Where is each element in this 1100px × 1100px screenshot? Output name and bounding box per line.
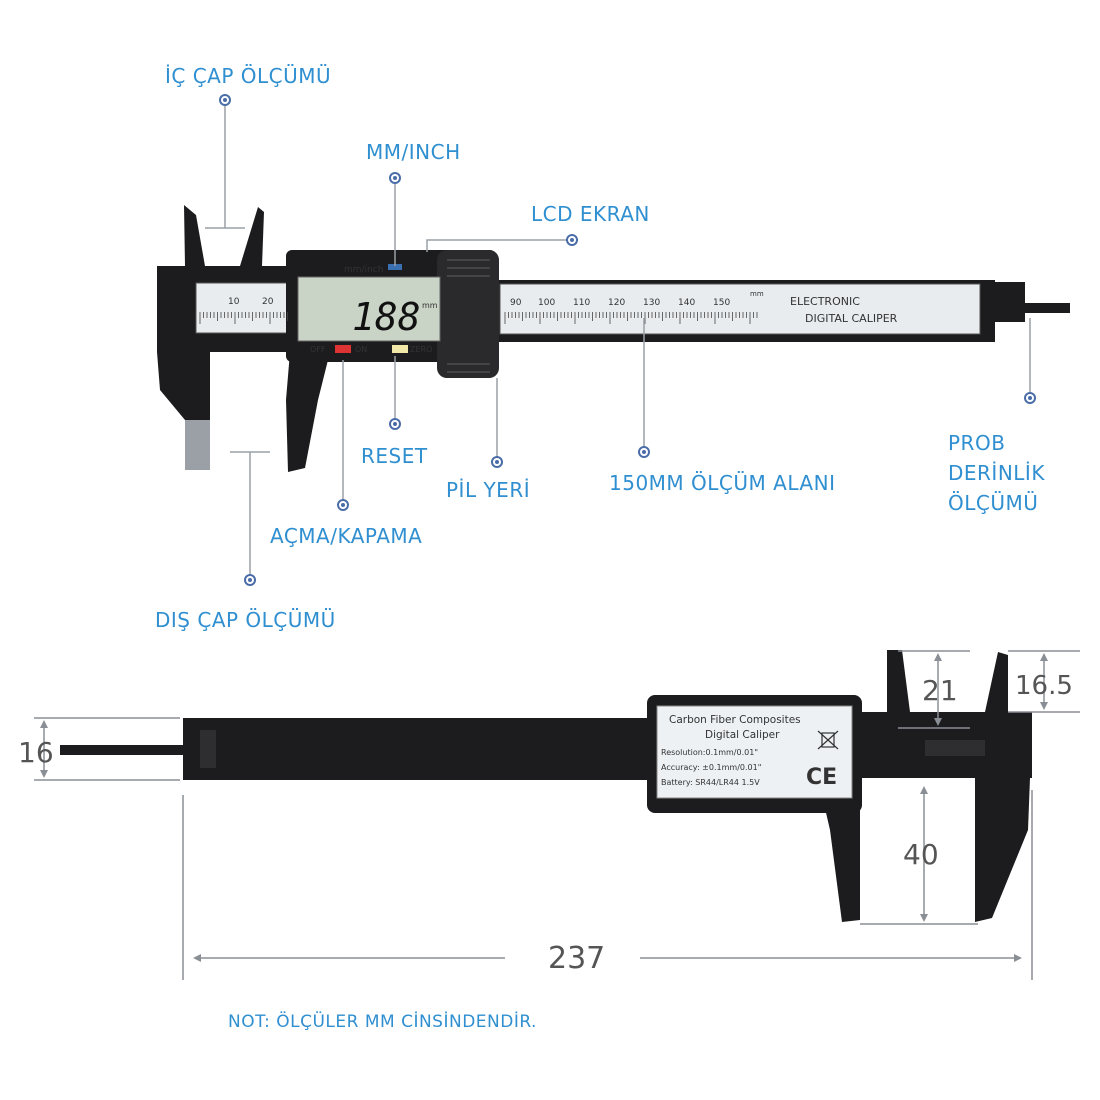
back-label xyxy=(656,705,853,799)
scale-right xyxy=(499,283,981,335)
on-text: ON xyxy=(355,345,367,354)
scale-right-100: 100 xyxy=(538,298,555,308)
head-label: mm/inch xyxy=(344,265,383,275)
brand-line-2: DIGITAL CALIPER xyxy=(805,312,898,325)
scale-right-150: 150 xyxy=(713,298,730,308)
back-line-5: Battery: SR44/LR44 1.5V xyxy=(661,778,760,787)
dim-40: 40 xyxy=(903,838,939,871)
caliper-top xyxy=(157,205,1070,472)
scale-left xyxy=(195,282,292,334)
back-depth-probe xyxy=(60,745,185,755)
label-lcd-ekran: LCD EKRAN xyxy=(531,202,650,226)
lcd-screen xyxy=(297,276,441,342)
dimension-lines xyxy=(34,650,1080,980)
scale-right-110: 110 xyxy=(573,298,590,308)
scale-extra-unit: mm xyxy=(750,290,764,298)
off-on-button xyxy=(335,345,351,353)
scale-left-20: 20 xyxy=(262,297,274,307)
back-line-3: Resolution:0.1mm/0.01" xyxy=(661,748,758,757)
back-line-1: Carbon Fiber Composites xyxy=(669,714,801,726)
head-badge xyxy=(388,264,402,270)
label-pil-yeri: PİL YERİ xyxy=(446,478,531,502)
scale-right-120: 120 xyxy=(608,298,625,308)
back-line-4: Accuracy: ±0.1mm/0.01" xyxy=(661,763,761,772)
label-prob: PROB DERİNLİK ÖLÇÜMÜ xyxy=(948,431,1045,515)
back-beam xyxy=(183,718,673,780)
depth-probe xyxy=(995,303,1070,313)
callout-lines xyxy=(205,100,1031,580)
off-text: OFF xyxy=(310,345,326,354)
zero-button xyxy=(392,345,408,353)
brand-line-1: ELECTRONIC xyxy=(790,295,860,308)
inner-jaw-fixed xyxy=(184,205,205,266)
dim-237: 237 xyxy=(548,941,605,976)
scale-right-130: 130 xyxy=(643,298,660,308)
depth-probe-end xyxy=(995,282,1025,322)
label-reset: RESET xyxy=(361,444,428,468)
back-outer-jaw-1 xyxy=(818,778,860,922)
back-outer-jaw-2 xyxy=(975,778,1030,922)
outer-jaw-fixed-tip xyxy=(185,420,210,470)
dim-16: 16 xyxy=(18,736,54,769)
scale-left-ticks xyxy=(199,312,288,324)
lcd-reading: 188 xyxy=(352,295,421,339)
thumb-wheel-grip xyxy=(447,259,490,373)
back-inner-jaw-1 xyxy=(887,650,910,712)
scale-right-ticks xyxy=(504,312,758,324)
callout-dot-centers xyxy=(223,98,1032,582)
recycle-bin-icon xyxy=(817,730,839,750)
label-olcum-alani: 150MM ÖLÇÜM ALANI xyxy=(609,471,836,495)
scale-right-90: 90 xyxy=(510,298,522,308)
back-beam-groove xyxy=(200,730,216,768)
lcd-unit: mm xyxy=(422,301,438,310)
zero-text: ZERO xyxy=(410,345,432,354)
scale-right-140: 140 xyxy=(678,298,695,308)
thumb-wheel xyxy=(437,250,499,378)
scale-left-10: 10 xyxy=(228,297,240,307)
inner-jaw-sliding xyxy=(240,207,264,266)
back-inner-jaw-2 xyxy=(985,652,1008,712)
label-mm-inch: MM/INCH xyxy=(366,140,461,164)
label-acma-kapama: AÇMA/KAPAMA xyxy=(270,524,423,548)
ce-mark: CE xyxy=(806,765,837,790)
caliper-bottom xyxy=(60,650,1032,922)
label-ic-cap: İÇ ÇAP ÖLÇÜMÜ xyxy=(165,64,332,88)
back-line-2: Digital Caliper xyxy=(705,729,780,741)
outer-jaw-sliding xyxy=(286,352,330,472)
label-note: NOT: ÖLÇÜLER MM CİNSİNDENDİR. xyxy=(228,1012,537,1032)
dim-16-5: 16.5 xyxy=(1015,671,1073,701)
back-slot xyxy=(925,740,985,756)
dimension-arrows xyxy=(40,653,1048,962)
label-dis-cap: DIŞ ÇAP ÖLÇÜMÜ xyxy=(155,608,336,632)
dim-21: 21 xyxy=(922,674,958,707)
